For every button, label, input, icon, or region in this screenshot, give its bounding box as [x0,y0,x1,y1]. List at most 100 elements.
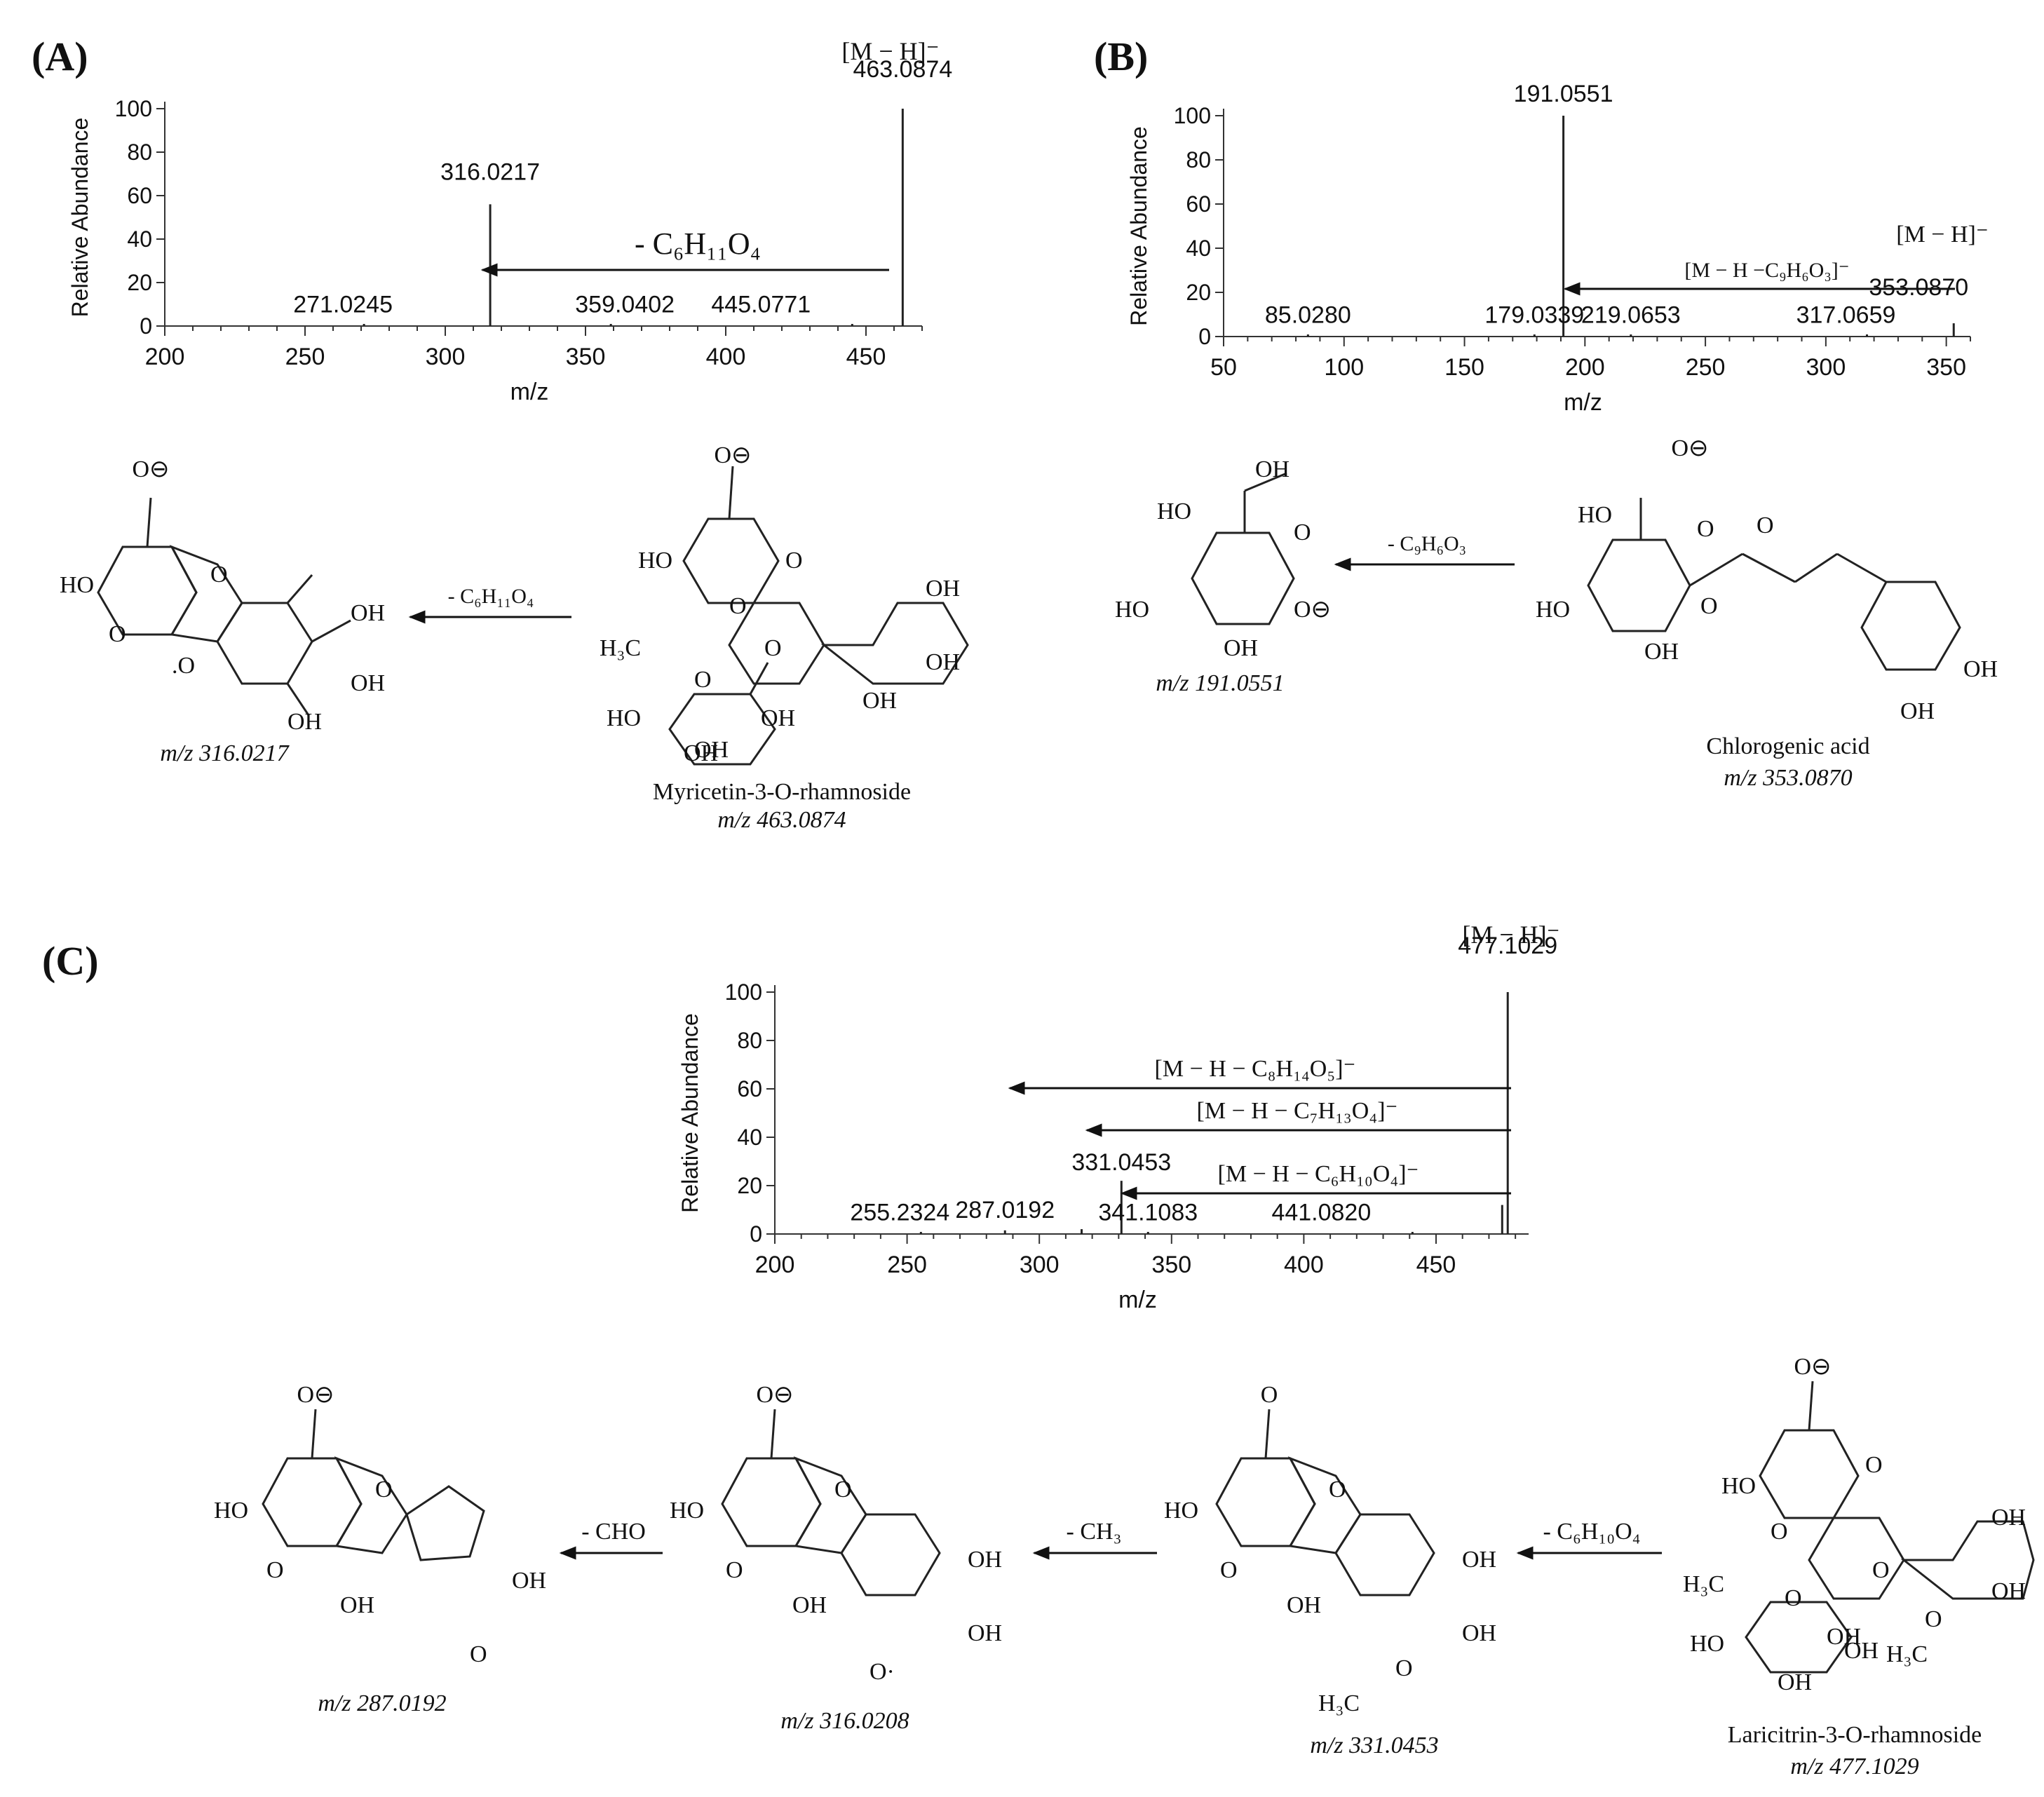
y-tick-label: 20 [127,270,152,295]
scheme-c-atom: H₃C [1318,1690,1360,1716]
scheme-c-atom: O [1865,1452,1883,1478]
precursor-label-c: [M − H]⁻ [1462,921,1559,949]
y-tick-label: 40 [737,1125,762,1150]
scheme-c-atom: OH [1462,1547,1496,1573]
x-axis-label: m/z [1564,389,1602,416]
molecule-c-287 [262,1409,485,1561]
scheme-c-atom: OH [340,1592,374,1618]
scheme-b-atom: HO [1578,502,1612,528]
y-tick-label: 100 [725,979,762,1005]
molecule-c-331 [1215,1409,1435,1596]
scheme-c-atom: O [375,1477,393,1503]
x-tick-label: 400 [706,344,746,370]
scheme-a-labels: O⊖ HO O O .O OH OH OH - C₆H₁₁O₄ m/z 316.… [60,442,960,833]
scheme-c-labels: O⊖ HO O O OH OH O - CHO m/z 287.0192 O⊖ … [214,1354,2026,1779]
scheme-c-arrow-label: - C₆H₁₀O₄ [1543,1519,1640,1545]
scheme-b-atom: O⊖ [1294,597,1331,623]
scheme-b-atom: OH [1644,639,1679,665]
x-tick-label: 300 [1020,1252,1060,1278]
loss-label-c-1: [M − H − C₈H₁₄O₅]⁻ [1155,1056,1356,1082]
scheme-c-atom: OH [968,1547,1002,1573]
scheme-b-atom: HO [1115,597,1149,623]
peak-label: 287.0192 [955,1197,1055,1223]
scheme-c-atom: OH [1827,1624,1861,1650]
scheme-a-atom: HO [638,548,672,574]
peak-label: 331.0453 [1071,1149,1171,1176]
panel-label-c: (C) [42,938,99,984]
scheme-c-atom: OH [1778,1669,1812,1695]
scheme-c-caption: m/z 316.0208 [780,1708,909,1734]
x-tick-label: 250 [1686,354,1726,381]
peak-label: 463.0874 [853,56,952,83]
x-tick-label: 450 [1416,1252,1456,1278]
y-tick-label: 20 [1186,280,1211,305]
scheme-c-atom: OH [1287,1592,1321,1618]
y-tick-label: 0 [140,313,152,339]
scheme-b-atom: HO [1157,499,1191,524]
scheme-c-atom: OH [1991,1505,2026,1531]
scheme-b-atom: OH [1900,698,1935,724]
scheme-b-arrow-label: - C₉H₆O₃ [1388,532,1466,555]
loss-arrow-label-a: - C₆H₁₁O₄ [635,226,761,261]
scheme-c-atom: O [1872,1557,1890,1583]
y-axis-label: Relative Abundance [677,1013,703,1213]
peak-label: 271.0245 [293,291,393,318]
scheme-c-atom: O [1261,1382,1278,1408]
scheme-b-atom: O [1697,516,1714,542]
scheme-c [262,1381,2035,1674]
y-axis-label: Relative Abundance [67,118,93,318]
scheme-c-atom: OH [1844,1638,1879,1664]
x-tick-label: 350 [1926,354,1966,381]
scheme-c-arrow-label: - CH₃ [1067,1519,1122,1545]
scheme-a-atom: O⊖ [132,456,169,482]
scheme-a-atom: O [729,593,747,619]
scheme-a-atom: O [764,635,782,661]
scheme-b-product-caption: m/z 191.0551 [1156,670,1284,696]
scheme-c-atom: OH [792,1592,827,1618]
x-axis-label: m/z [1118,1287,1157,1313]
scheme-c-atom: OH [968,1620,1002,1646]
scheme-a [97,466,969,766]
scheme-c-atom: O [266,1557,284,1583]
scheme-b-precursor-name: Chlorogenic acid [1706,733,1869,759]
scheme-c-atom: O [726,1557,743,1583]
peak-label: 359.0402 [575,291,675,318]
panel-label-a: (A) [32,34,88,79]
y-tick-label: 40 [127,226,152,252]
precursor-label-a: [M − H]⁻ [841,37,939,65]
peak-label: 477.1029 [1458,933,1557,959]
y-tick-label: 60 [737,1076,762,1101]
molecule-b-precursor [1587,498,1961,671]
scheme-c-atom: OH [1991,1578,2026,1604]
molecule-a-product [97,497,351,716]
scheme-c-atom: HO [214,1498,248,1524]
scheme-a-atom: OH [351,670,385,696]
x-tick-label: 300 [1806,354,1846,381]
peak-label: 255.2324 [850,1199,949,1226]
scheme-c-arrow-label: - CHO [581,1519,646,1545]
scheme-a-atom: O [109,621,126,647]
scheme-c-precursor-name: Laricitrin-3-O-rhamnoside [1728,1722,1982,1748]
scheme-a-atom: OH [684,740,718,766]
x-tick-label: 150 [1444,354,1484,381]
scheme-c-atom: O [834,1477,852,1503]
scheme-c-atom: HO [1721,1473,1756,1499]
scheme-c-atom: O⊖ [297,1382,334,1408]
peak-label: 445.0771 [711,291,811,318]
scheme-c-caption: m/z 331.0453 [1310,1732,1438,1758]
scheme-c-atom: O· [869,1659,895,1685]
y-tick-label: 100 [115,96,152,121]
scheme-a-atom: HO [60,572,94,598]
scheme-a-atom: O [694,667,712,693]
scheme-c-atom: O [1395,1655,1413,1681]
scheme-c-caption: m/z 287.0192 [318,1690,446,1716]
scheme-c-atom: HO [1164,1498,1198,1524]
y-tick-label: 20 [737,1173,762,1198]
scheme-c-atom: HO [1690,1631,1724,1657]
y-tick-label: 60 [127,183,152,208]
scheme-b-atom: HO [1536,597,1570,623]
